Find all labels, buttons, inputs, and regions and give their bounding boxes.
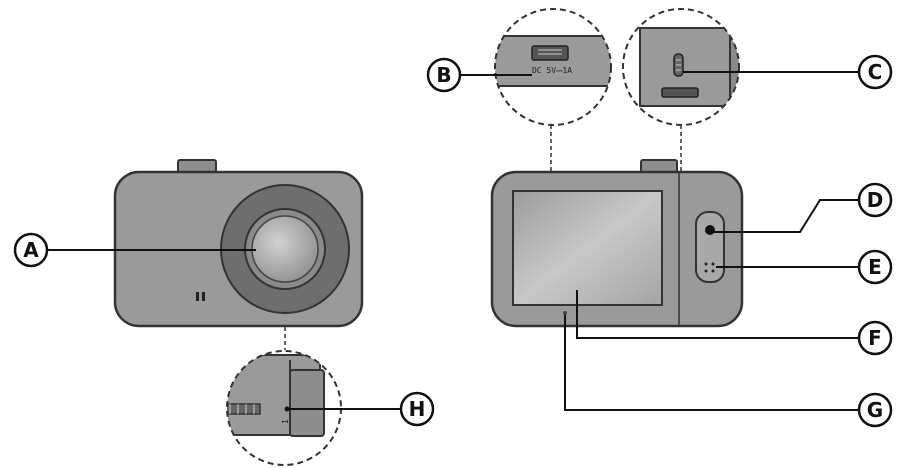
reset-hole — [284, 406, 290, 412]
callout-c: C — [683, 54, 893, 90]
callout-e-label: E — [868, 255, 882, 279]
microphone-holes — [196, 292, 205, 301]
camera-back-view — [490, 159, 744, 328]
callout-f-label: F — [868, 326, 882, 350]
callout-b: B — [426, 57, 532, 93]
reset-mark-digit: 1 — [281, 419, 290, 424]
camera-front-view — [113, 159, 364, 328]
screw-thread — [227, 403, 261, 415]
callout-h-label: H — [409, 397, 426, 421]
callout-b-label: B — [436, 63, 451, 87]
port-label: DC 5V⎓1A — [532, 66, 572, 75]
callout-g-label: G — [867, 398, 883, 422]
callout-c-label: C — [868, 60, 883, 84]
callout-d: D — [712, 182, 893, 233]
bottom-detail-zoom: 1 — [226, 350, 342, 466]
usb-port — [531, 45, 569, 61]
side-slot-zoom — [622, 8, 740, 126]
callout-a: A — [13, 232, 256, 268]
callout-e: E — [716, 249, 893, 285]
top-port-zoom: DC 5V⎓1A — [494, 8, 612, 126]
button-panel — [695, 211, 725, 283]
memory-card-slot — [661, 87, 699, 98]
speaker-grille — [704, 262, 715, 273]
record-button — [705, 225, 715, 235]
lcd-screen — [512, 190, 663, 306]
lens-glass — [251, 215, 319, 283]
callout-a-label: A — [23, 238, 39, 262]
callout-h: H — [289, 391, 435, 427]
callout-d-label: D — [867, 188, 884, 212]
callout-f: F — [576, 290, 893, 356]
callout-g: G — [564, 315, 893, 428]
indicator-light — [563, 311, 567, 315]
